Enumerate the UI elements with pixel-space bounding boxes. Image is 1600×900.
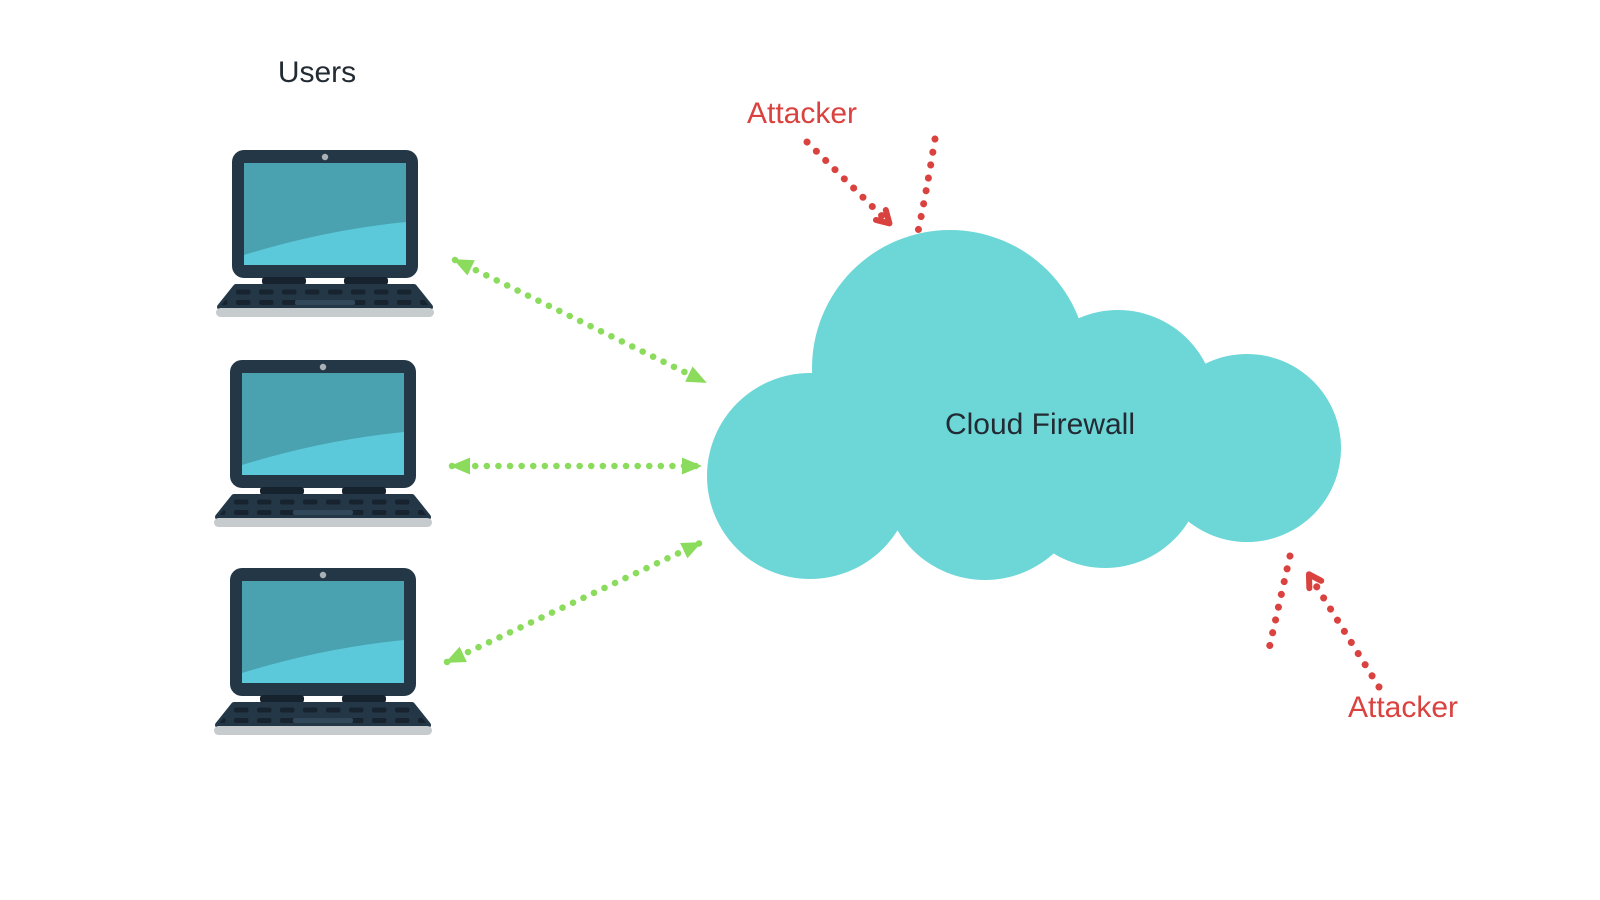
safe-arrow-user3 <box>443 539 704 666</box>
user-laptop-2 <box>214 360 432 527</box>
cloud-firewall-label: Cloud Firewall <box>945 408 1135 441</box>
red-dotted-arrow <box>803 138 893 227</box>
attack-arrows-bottom <box>1265 552 1383 691</box>
user-laptop-1 <box>216 150 434 317</box>
red-dotted-arrow <box>1305 571 1383 691</box>
attacker-top-label: Attacker <box>747 97 857 130</box>
safe-arrow-user1 <box>451 256 709 386</box>
user-laptop-3 <box>214 568 432 735</box>
users-label: Users <box>278 56 356 89</box>
red-dotted-line <box>913 135 939 240</box>
attacker-bottom-label: Attacker <box>1348 691 1458 724</box>
red-dotted-line <box>1265 552 1294 653</box>
attack-arrows-top <box>803 135 939 240</box>
cloud-icon <box>707 230 1341 580</box>
